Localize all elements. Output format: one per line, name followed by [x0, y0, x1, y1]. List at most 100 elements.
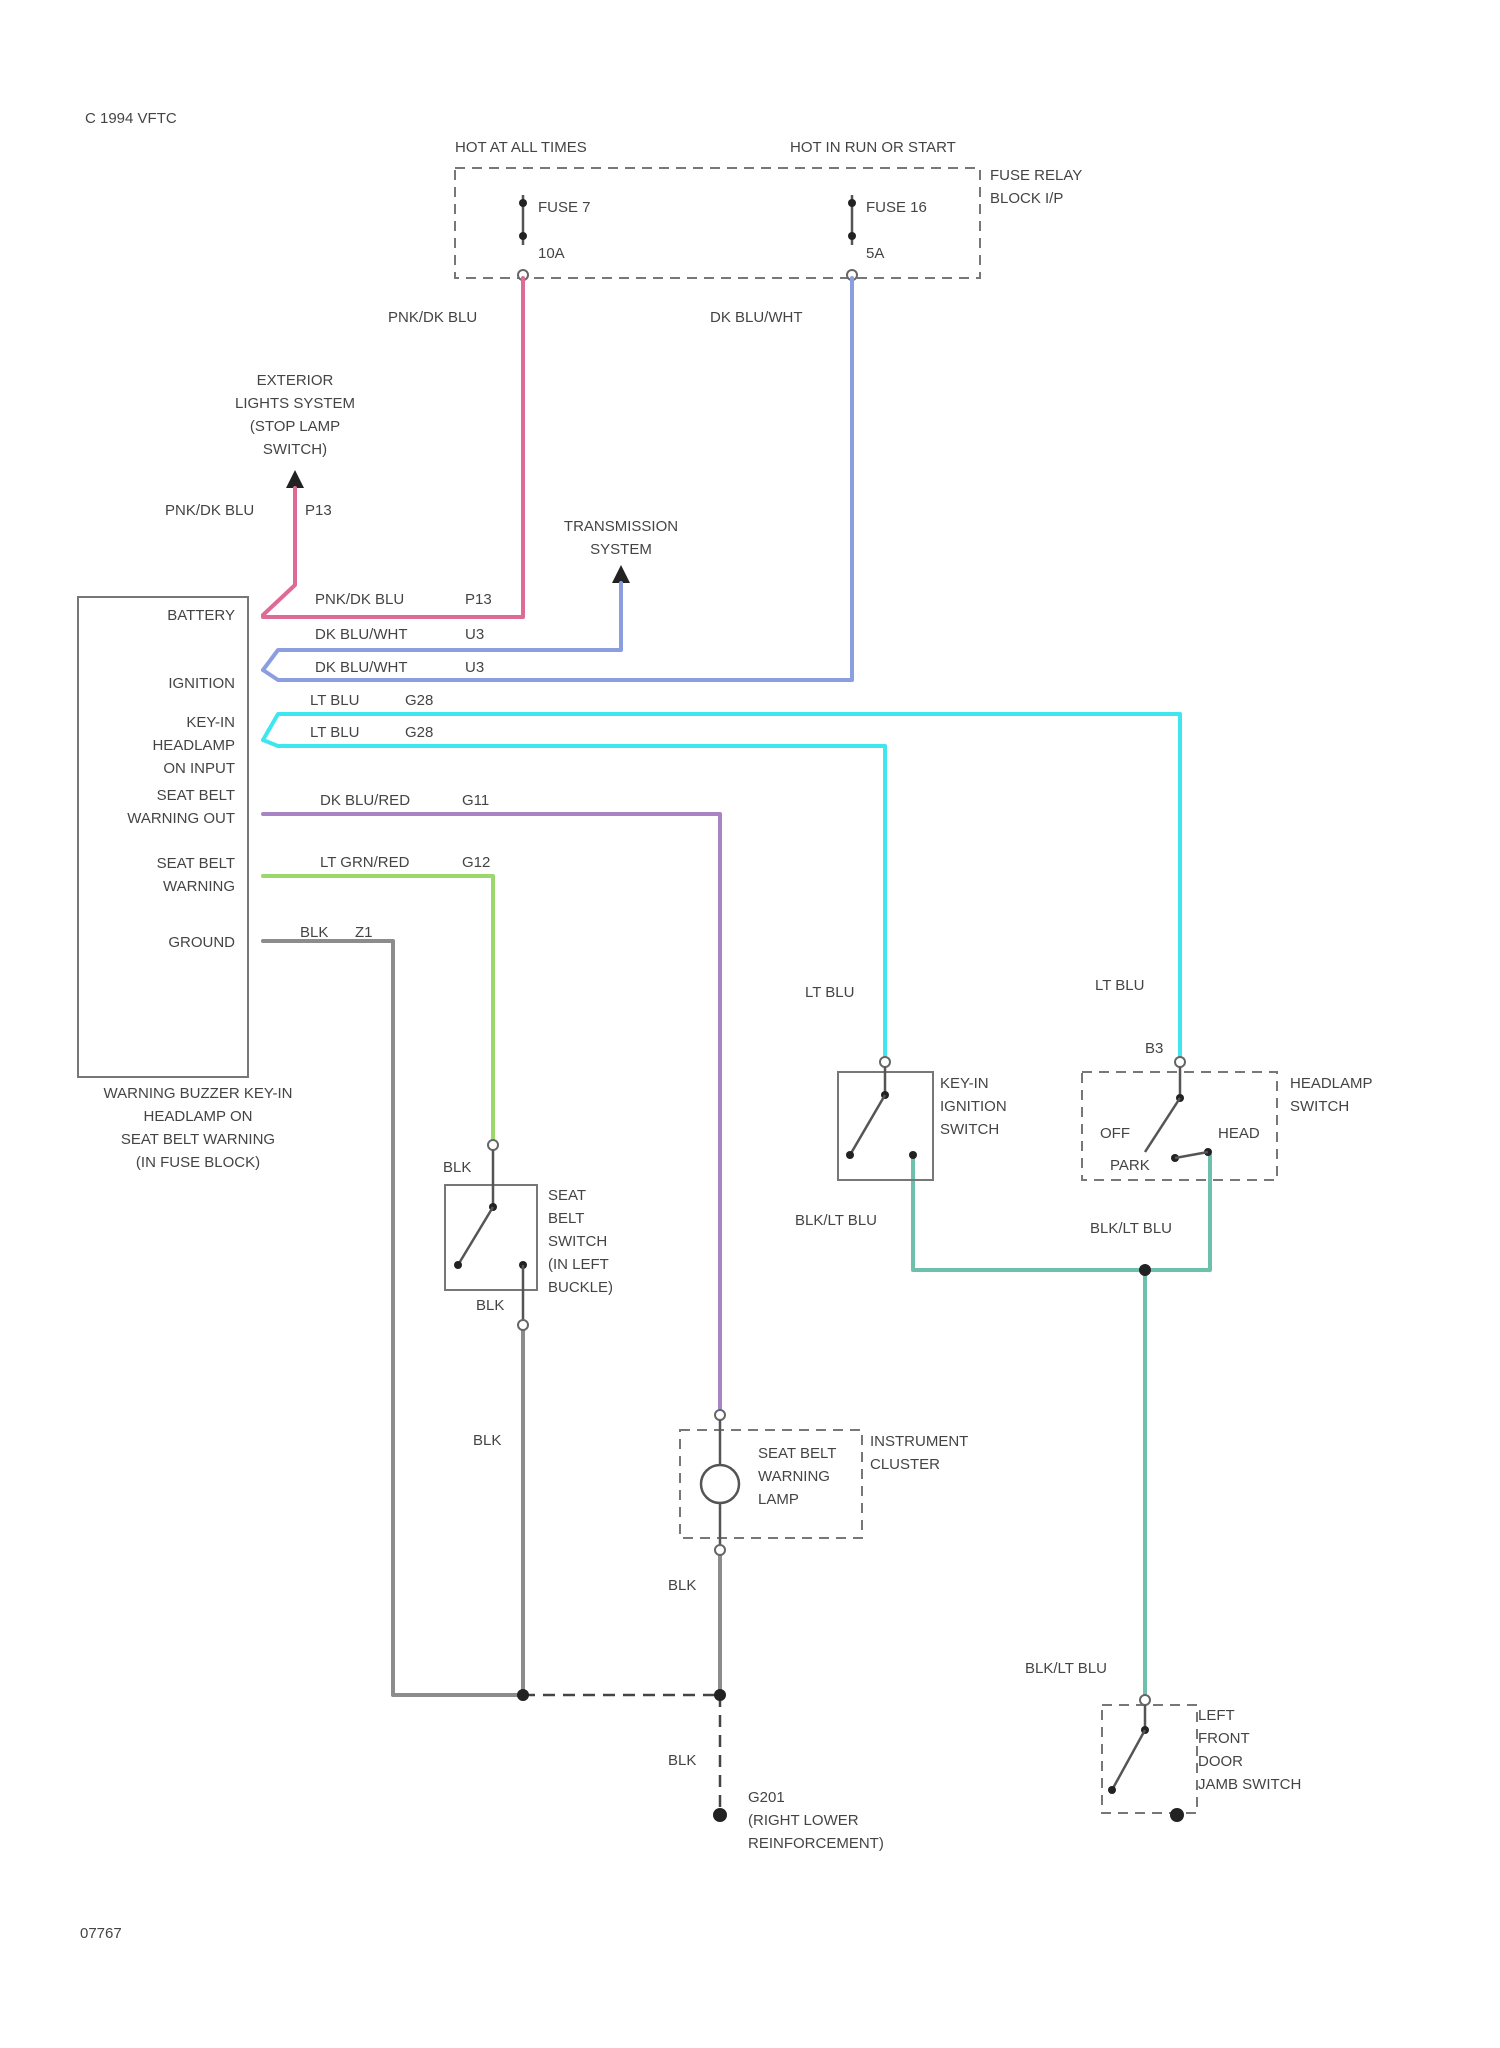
pin-keyin-3: ON INPUT: [163, 760, 235, 777]
door-switch-label-4: JAMB SWITCH: [1198, 1776, 1301, 1793]
door-switch-outline: [1102, 1705, 1197, 1813]
module-caption-4: (IN FUSE BLOCK): [136, 1154, 260, 1171]
hot-at-all-times-label: HOT AT ALL TIMES: [455, 139, 587, 156]
fuse-7: FUSE 7 10A: [518, 195, 591, 280]
ignition-switch-label-1: KEY-IN: [940, 1075, 989, 1092]
wire-label: P13: [465, 591, 492, 608]
wire-label: P13: [305, 502, 332, 519]
wire-label: DK BLU/WHT: [315, 659, 408, 676]
wire-label: BLK/LT BLU: [1090, 1220, 1172, 1237]
wire-label: BLK: [300, 924, 328, 941]
pin-keyin-2: HEADLAMP: [152, 737, 235, 754]
headlamp-switch-label-1: HEADLAMP: [1290, 1075, 1373, 1092]
wire-label: PNK/DK BLU: [388, 309, 477, 326]
wire-green-seatbelt-warning: [263, 876, 493, 1145]
lamp-label-2: WARNING: [758, 1468, 830, 1485]
door-switch-label-3: DOOR: [1198, 1753, 1243, 1770]
splice-left: [517, 1689, 529, 1701]
exterior-lights-line-2: LIGHTS SYSTEM: [235, 395, 355, 412]
wire-label: U3: [465, 659, 484, 676]
wire-label: DK BLU/WHT: [315, 626, 408, 643]
ground-label-1: G201: [748, 1789, 785, 1806]
wire-label: DK BLU/RED: [320, 792, 410, 809]
ground-label-3: REINFORCEMENT): [748, 1835, 884, 1852]
wire-label: BLK/LT BLU: [1025, 1660, 1107, 1677]
lamp-label-1: SEAT BELT: [758, 1445, 836, 1462]
wire-label: LT GRN/RED: [320, 854, 410, 871]
fuse-block-name-1: FUSE RELAY: [990, 167, 1082, 184]
fuse-16-name: FUSE 16: [866, 199, 927, 216]
wire-label: BLK: [443, 1159, 471, 1176]
seat-belt-switch-label-1: SEAT: [548, 1187, 586, 1204]
exterior-lights-line-1: EXTERIOR: [257, 372, 334, 389]
transmission-arrow: [612, 565, 630, 583]
headlamp-switch: B3 OFF PARK HEAD HEADLAMP SWITCH: [1082, 1040, 1373, 1180]
pin-sbw-2: WARNING: [163, 878, 235, 895]
seat-belt-switch-label-4: (IN LEFT: [548, 1256, 609, 1273]
fuse-7-rating: 10A: [538, 245, 565, 262]
exterior-lights-arrow: [286, 470, 304, 488]
copyright: C 1994 VFTC: [85, 110, 177, 127]
wire-label: LT BLU: [1095, 977, 1144, 994]
wire-ltblue-ignition: [263, 740, 885, 1060]
wire-label: BLK: [473, 1432, 501, 1449]
transmission-reference: TRANSMISSION SYSTEM: [564, 518, 678, 583]
pin-sbout-1: SEAT BELT: [157, 787, 235, 804]
ground-label-2: (RIGHT LOWER: [748, 1812, 859, 1829]
pin-sbw-1: SEAT BELT: [157, 855, 235, 872]
wire-label: G11: [462, 792, 489, 809]
exterior-lights-line-4: SWITCH): [263, 441, 327, 458]
pin-ignition: IGNITION: [168, 675, 235, 692]
wire-label: LT BLU: [310, 692, 359, 709]
fuse-relay-block: HOT AT ALL TIMES HOT IN RUN OR START FUS…: [455, 139, 1082, 280]
splice-teal: [1139, 1264, 1151, 1276]
fuse-7-name: FUSE 7: [538, 199, 591, 216]
wire-pink-stoplamp: [263, 488, 295, 615]
hot-in-run-label: HOT IN RUN OR START: [790, 139, 956, 156]
fuse-block-outline: [455, 168, 980, 278]
seat-belt-switch-label-2: BELT: [548, 1210, 584, 1227]
fuse-16: FUSE 16 5A: [847, 195, 927, 280]
pin-battery: BATTERY: [167, 607, 235, 624]
ground-g201: G201 (RIGHT LOWER REINFORCEMENT): [713, 1789, 884, 1852]
fuse-16-rating: 5A: [866, 245, 884, 262]
wire-label: LT BLU: [310, 724, 359, 741]
wire-label: PNK/DK BLU: [315, 591, 404, 608]
wire-label: LT BLU: [805, 984, 854, 1001]
instrument-cluster: SEAT BELT WARNING LAMP INSTRUMENT CLUSTE…: [680, 1410, 968, 1555]
wire-label: DK BLU/WHT: [710, 309, 803, 326]
module-caption-2: HEADLAMP ON: [144, 1108, 253, 1125]
door-switch-label-2: FRONT: [1198, 1730, 1250, 1747]
wire-gray-ground: [263, 941, 523, 1695]
headlamp-park-label: PARK: [1110, 1157, 1150, 1174]
module-caption-3: SEAT BELT WARNING: [121, 1131, 275, 1148]
wire-label: Z1: [355, 924, 373, 941]
wires: [263, 278, 1210, 1815]
wire-label: PNK/DK BLU: [165, 502, 254, 519]
wire-label: G12: [462, 854, 490, 871]
wire-dkblue-fuse16: [263, 278, 852, 680]
headlamp-off-label: OFF: [1100, 1125, 1130, 1142]
lamp-label-3: LAMP: [758, 1491, 799, 1508]
door-jamb-switch: LEFT FRONT DOOR JAMB SWITCH: [1102, 1695, 1301, 1822]
ignition-switch-label-3: SWITCH: [940, 1121, 999, 1138]
cluster-label-1: INSTRUMENT: [870, 1433, 968, 1450]
seat-belt-switch-label-3: SWITCH: [548, 1233, 607, 1250]
splice-right: [714, 1689, 726, 1701]
wire-label: BLK/LT BLU: [795, 1212, 877, 1229]
wire-label: G28: [405, 692, 433, 709]
key-in-ignition-switch: KEY-IN IGNITION SWITCH: [838, 1057, 1007, 1180]
headlamp-pin-label: B3: [1145, 1040, 1163, 1057]
ground-point: [713, 1808, 727, 1822]
warning-lamp-bulb: [701, 1465, 739, 1503]
figure-id: 07767: [80, 1925, 122, 1942]
wire-label: BLK: [668, 1577, 696, 1594]
exterior-lights-line-3: (STOP LAMP: [250, 418, 340, 435]
module-outline: [78, 597, 248, 1077]
wire-label: U3: [465, 626, 484, 643]
pin-ground: GROUND: [168, 934, 235, 951]
headlamp-switch-label-2: SWITCH: [1290, 1098, 1349, 1115]
warning-buzzer-module: BATTERY IGNITION KEY-IN HEADLAMP ON INPU…: [78, 597, 292, 1171]
fuse-block-name-2: BLOCK I/P: [990, 190, 1063, 207]
